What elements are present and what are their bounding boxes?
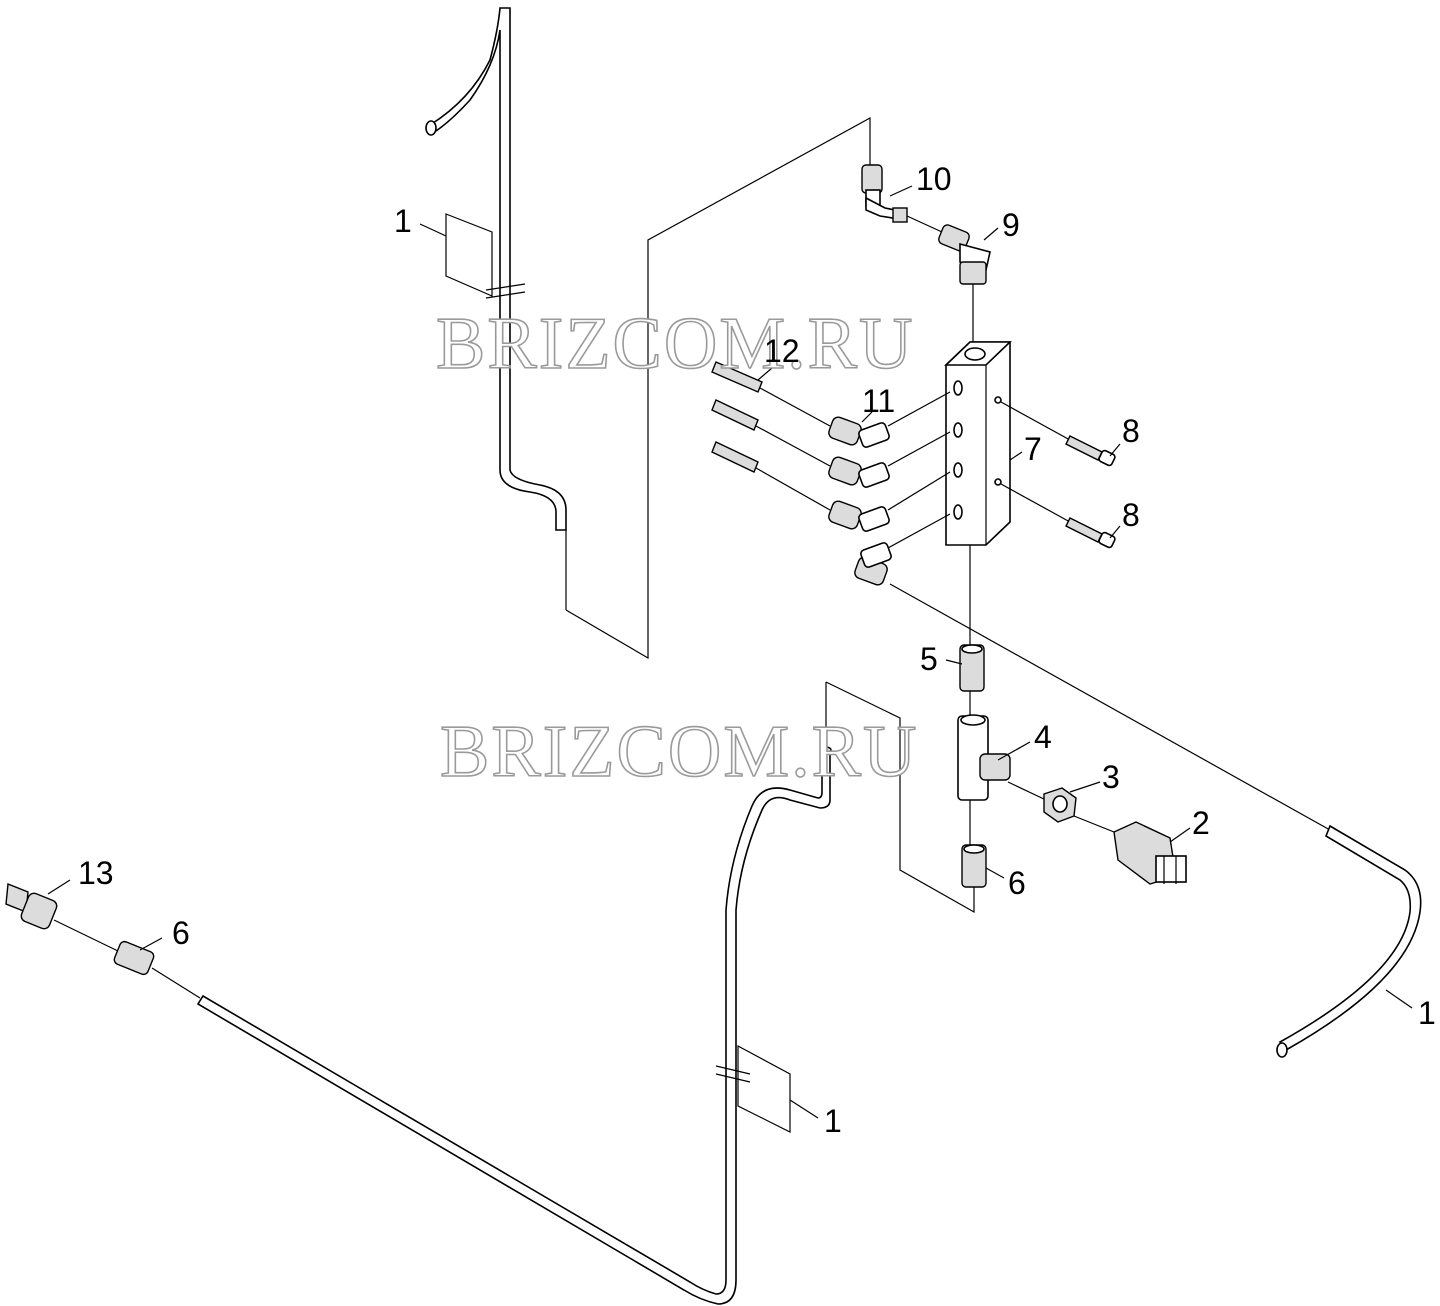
elbow-fitting-11-c (828, 471, 951, 532)
callout-3: 3 (1102, 759, 1120, 795)
callout-1-upper: 1 (394, 203, 412, 239)
elbow-fitting-10 (861, 164, 913, 223)
hose-right (1276, 824, 1422, 1058)
callout-6-left: 6 (172, 915, 190, 951)
manifold-block-7 (944, 341, 1023, 546)
elbow-fitting-9 (906, 215, 999, 345)
callout-11: 11 (862, 383, 895, 419)
callout-13: 13 (78, 855, 114, 891)
hose-section-flag-upper (419, 213, 526, 299)
callout-2: 2 (1192, 805, 1210, 841)
callout-8-upper: 8 (1122, 413, 1140, 449)
tee-fitting-4 (957, 714, 1047, 845)
elbow-fitting-11-b (828, 431, 951, 488)
callout-4: 4 (1034, 719, 1052, 755)
bolt-8-upper (1000, 401, 1121, 467)
callout-7: 7 (1024, 431, 1042, 467)
pressure-switch-2 (1113, 821, 1191, 885)
elbow-fitting-11-d (854, 513, 1331, 831)
nut-fitting-3 (1043, 781, 1115, 833)
callout-1-right: 1 (1418, 995, 1436, 1031)
callout-5: 5 (920, 641, 938, 677)
bolt-8-lower (1000, 483, 1121, 549)
callout-1-lower: 1 (824, 1103, 842, 1139)
elbow-fitting-11-a (828, 391, 951, 448)
tube-connector-12-top (711, 361, 831, 427)
hose-upper-left (425, 7, 871, 660)
fitting-6-center (961, 844, 1005, 888)
tube-connector-low (711, 441, 831, 511)
callout-9: 9 (1002, 207, 1020, 243)
watermark-upper: BRIZCOM.RU (436, 303, 914, 385)
watermark-lower: BRIZCOM.RU (440, 711, 918, 793)
callout-12: 12 (764, 333, 800, 369)
fitting-6-left (113, 937, 201, 999)
callout-8-lower: 8 (1122, 497, 1140, 533)
callout-6-center: 6 (1008, 865, 1026, 901)
nipple-fitting-5 (945, 644, 985, 716)
callout-10: 10 (916, 161, 952, 197)
hose-lower-long (196, 682, 832, 1305)
tube-connector-mid (711, 399, 831, 467)
hose-section-flag-lower (715, 1044, 819, 1133)
group-frame-lower (825, 681, 975, 914)
adapter-fitting-13 (5, 879, 121, 953)
